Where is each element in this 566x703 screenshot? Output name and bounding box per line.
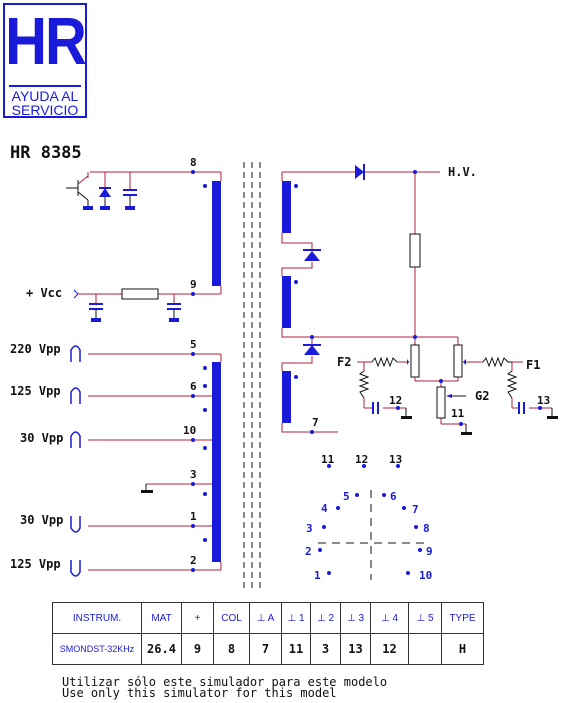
vcc-label: + Vcc [26,286,62,300]
bv-pin-4: 4 [321,502,328,515]
val-gnd-1: 11 [281,633,311,665]
bv-pin-13: 13 [389,453,402,466]
hdr-gnd-3: ⊥ 3 [340,602,371,634]
primary-lower-winding [70,345,222,577]
bv-pin-12: 12 [355,453,368,466]
pin-9-label: 9 [190,278,197,291]
val-gnd-5 [408,633,442,665]
note-spanish: Utilizar sólo este simulador para este m… [62,675,388,689]
pin-12-label: 12 [389,394,402,407]
schematic-diagram: + Vcc 220 Vpp 125 Vpp 30 Vpp 30 Vpp 125 … [10,156,558,588]
pin-8-label: 8 [190,156,197,169]
bv-pin-11: 11 [321,453,335,466]
label-30vpp-top: 30 Vpp [20,431,63,445]
pin-11-label: 11 [451,407,465,420]
switch-transistor-group [66,172,137,210]
pin-6-label: 6 [190,380,197,393]
vcc-input-network [73,288,181,322]
hdr-plus: + [181,602,214,634]
secondary-windings [281,164,558,435]
val-mat: 26.4 [141,633,182,665]
bv-pin-8: 8 [423,522,430,535]
note-english: Use only this simulator for this model [62,686,337,700]
bv-pin-7: 7 [412,503,419,516]
pin-7-label: 7 [312,416,319,429]
pin-2-label: 2 [190,554,197,567]
bv-pin-10: 10 [419,569,432,582]
logo-line2: SERVICIO [11,102,79,118]
g2-label: G2 [475,389,489,403]
pin-13-label: 13 [537,394,550,407]
hdr-gnd-5: ⊥ 5 [408,602,442,634]
bv-pin-9: 9 [426,545,433,558]
spec-table: INSTRUM. MAT + COL ⊥ A ⊥ 1 ⊥ 2 ⊥ 3 ⊥ 4 ⊥… [52,602,484,665]
hdr-gnd-1: ⊥ 1 [281,602,311,634]
pin-3-label: 3 [190,468,197,481]
pin-1-label: 1 [190,510,197,523]
val-type: H [441,633,484,665]
val-col: 8 [213,633,250,665]
label-125vpp-bottom: 125 Vpp [10,557,61,571]
logo-letters: HR [5,4,87,79]
val-plus: 9 [181,633,214,665]
val-gnd-3: 13 [340,633,371,665]
bv-pin-1: 1 [314,569,321,582]
hv-label: H.V. [448,165,477,179]
hdr-gnd-2: ⊥ 2 [310,602,341,634]
bottom-view-pinout [318,464,424,580]
label-30vpp-bottom: 30 Vpp [20,513,63,527]
hdr-mat: MAT [141,602,182,634]
spec-header-row: INSTRUM. MAT + COL ⊥ A ⊥ 1 ⊥ 2 ⊥ 3 ⊥ 4 ⊥… [52,602,484,634]
hdr-gnd-a: ⊥ A [249,602,282,634]
pin-10-label: 10 [183,424,196,437]
hdr-instrum: INSTRUM. [52,602,142,634]
bv-pin-2: 2 [305,545,312,558]
label-125vpp-top: 125 Vpp [10,384,61,398]
f1-label: F1 [526,358,540,372]
spec-value-row: SMONDST-32KHz 26.4 9 8 7 11 3 13 12 H [52,633,484,665]
bv-pin-5: 5 [343,490,350,503]
label-220vpp: 220 Vpp [10,342,61,356]
logo-divider [9,85,81,87]
val-gnd-2: 3 [310,633,341,665]
val-instrum: SMONDST-32KHz [52,633,142,665]
logo-line1: AYUDA AL [11,88,79,104]
hr-logo: HR AYUDA AL SERVICIO [3,3,87,118]
bv-pin-3: 3 [306,522,313,535]
hdr-type: TYPE [441,602,484,634]
val-gnd-a: 7 [249,633,282,665]
hdr-gnd-4: ⊥ 4 [370,602,409,634]
bv-pin-6: 6 [390,490,397,503]
val-gnd-4: 12 [370,633,409,665]
f2-label: F2 [337,355,351,369]
transformer-core [243,162,261,588]
primary-top-winding [90,170,222,296]
hdr-col: COL [213,602,250,634]
model-title: HR 8385 [10,143,82,163]
pin-5-label: 5 [190,338,197,351]
